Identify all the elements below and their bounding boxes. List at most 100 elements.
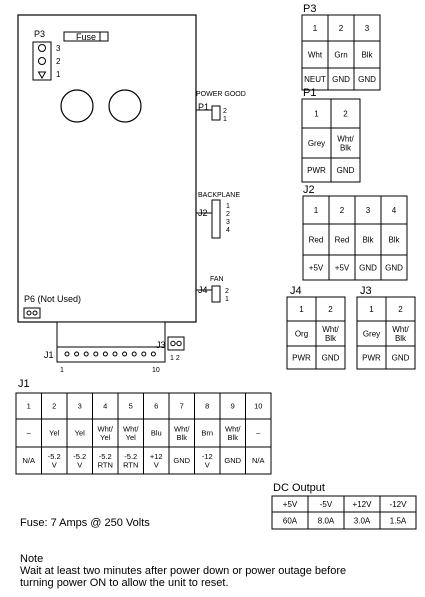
table-dc-cell: 8.0A xyxy=(318,516,335,525)
table-p3-title: P3 xyxy=(303,3,316,15)
table-j2-cell: +5V xyxy=(309,263,324,272)
j4-pin-label: 1 xyxy=(225,296,229,303)
table-j3-cell: PWR xyxy=(362,353,381,362)
j1-pin-icon xyxy=(122,351,128,357)
j4-caption: FAN xyxy=(210,276,224,283)
table-j1-cell: Yel xyxy=(100,433,110,442)
j2-connector xyxy=(211,199,221,239)
table-j1-cell: Wht/ xyxy=(225,424,241,433)
p3-pin-label: 3 xyxy=(56,44,61,53)
table-j2-cell: 3 xyxy=(366,206,371,215)
table-j1-cell: Brn xyxy=(201,429,213,438)
table-j3-cell: 2 xyxy=(398,305,403,314)
table-dc-cell: 3.0A xyxy=(354,516,371,525)
table-j1-cell: 2 xyxy=(52,402,56,411)
fuse-label: Fuse xyxy=(76,32,96,42)
table-p3-cell: 3 xyxy=(365,24,370,33)
table-j4-cell: 2 xyxy=(328,305,333,314)
table-j4-cell: Wht/ xyxy=(322,325,339,334)
table-j1-cell: – xyxy=(27,429,32,438)
table-j1-cell: -12 xyxy=(202,452,213,461)
table-p3-cell: Grn xyxy=(334,50,347,59)
table-p1-cell: 2 xyxy=(343,109,348,118)
p3-pin-2-icon xyxy=(38,57,46,65)
capacitor-left-icon xyxy=(60,89,94,123)
table-j2-cell: Red xyxy=(335,235,350,244)
table-dc-cell: -12V xyxy=(390,500,408,509)
j1-pin-first-label: 1 xyxy=(60,367,64,374)
table-dc-cell: -5V xyxy=(320,500,333,509)
table-p1-cell: Wht/ xyxy=(337,134,354,143)
p6-label: P6 (Not Used) xyxy=(24,294,81,304)
j2-pin-label: 1 xyxy=(226,203,230,210)
j2-pin-label: 3 xyxy=(226,219,230,226)
p3-pin-1-icon xyxy=(37,71,47,79)
table-p3-cell: 2 xyxy=(339,24,344,33)
note-line-2: turning power ON to allow the unit to re… xyxy=(20,577,229,589)
table-j1-title: J1 xyxy=(18,378,30,390)
table-p3-cell: Wht xyxy=(308,50,323,59)
table-j1-cell: 1 xyxy=(27,402,31,411)
note-line-1: Wait at least two minutes after power do… xyxy=(20,565,347,577)
j1-pin-icon xyxy=(112,351,118,357)
table-j2-cell: GND xyxy=(385,263,403,272)
table-p3-cell: Blk xyxy=(361,50,373,59)
p3-pin-label: 1 xyxy=(56,70,61,79)
p1-pin-label: 1 xyxy=(223,116,227,123)
table-p1-cell: Grey xyxy=(308,139,325,148)
table-j1-cell: V xyxy=(205,460,210,469)
fuse-cap xyxy=(99,31,109,42)
table-j1-cell: 6 xyxy=(154,402,158,411)
table-p3-border xyxy=(301,14,381,91)
table-j4-cell: GND xyxy=(322,353,340,362)
j1-pin-icon xyxy=(141,351,147,357)
table-j1-cell: GND xyxy=(173,456,190,465)
table-j1-cell: 3 xyxy=(78,402,82,411)
table-j1-cell: 10 xyxy=(254,402,262,411)
table-p3-cell: NEUT xyxy=(304,75,326,84)
table-j1-cell: Wht/ xyxy=(98,424,114,433)
j3-pin-icon xyxy=(176,340,182,347)
table-j4-cell: PWR xyxy=(292,353,311,362)
table-j3-cell: GND xyxy=(392,353,410,362)
table-p1-cell: PWR xyxy=(307,166,326,175)
p1-connector xyxy=(211,105,221,121)
table-j1-cell: – xyxy=(256,429,261,438)
p1-label: P1 xyxy=(198,102,209,112)
p6-connector xyxy=(23,307,41,319)
table-j4-title: J4 xyxy=(290,285,302,297)
j1-pin-icon xyxy=(74,351,80,357)
table-dc-cell: +5V xyxy=(283,500,298,509)
p3-pin-3-icon xyxy=(38,44,46,52)
j2-pin-label: 2 xyxy=(226,211,230,218)
table-p1-cell: Blk xyxy=(340,143,352,152)
table-j2-cell: Red xyxy=(309,235,324,244)
table-j1-cell: V xyxy=(77,460,82,469)
j1-pin-icon xyxy=(83,351,89,357)
table-dc-cell: +12V xyxy=(353,500,373,509)
j4-pin-label: 2 xyxy=(225,288,229,295)
p3-label: P3 xyxy=(34,29,45,39)
j1-housing xyxy=(56,321,166,348)
table-j1-cell: V xyxy=(154,460,159,469)
table-j1-cell: RTN xyxy=(98,460,113,469)
table-j1-cell: Yel xyxy=(126,433,136,442)
table-j1-cell: Yel xyxy=(75,429,85,438)
table-j1-cell: 5 xyxy=(129,402,133,411)
table-p3-cell: GND xyxy=(332,75,350,84)
table-j3-cell: Grey xyxy=(363,329,380,338)
table-dc-title: DC Output xyxy=(273,482,325,494)
table-dc-cell: 1.5A xyxy=(390,516,407,525)
table-j3-cell: Wht/ xyxy=(392,325,409,334)
j3-pin-label: 1 2 xyxy=(170,355,180,362)
j3-pin-icon xyxy=(170,340,176,347)
fuse-rating-note: Fuse: 7 Amps @ 250 Volts xyxy=(20,517,150,529)
table-j2-cell: Blk xyxy=(362,235,374,244)
